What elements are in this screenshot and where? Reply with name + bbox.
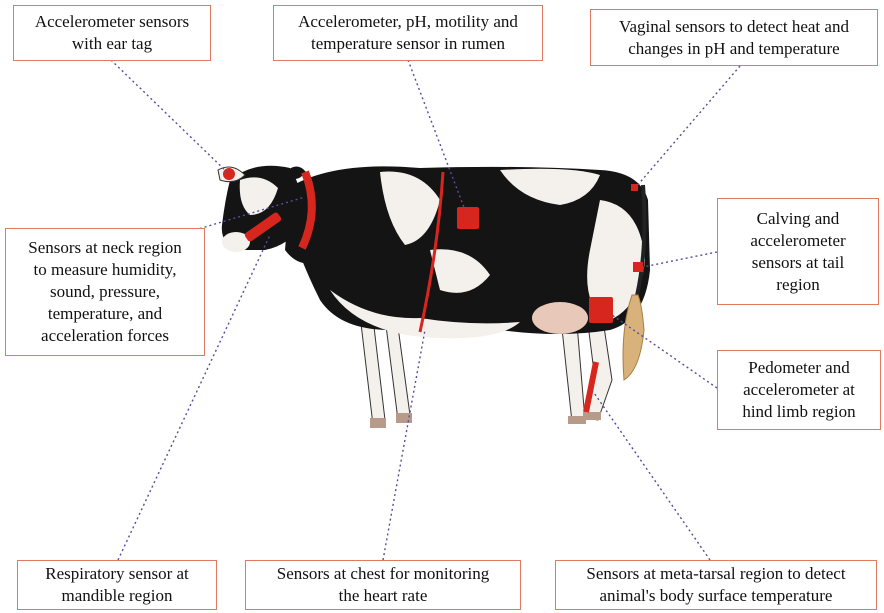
label-mandible: Respiratory sensor at mandible region [17,560,217,610]
label-vaginal: Vaginal sensors to detect heat and chang… [590,9,878,66]
leader-vaginal [636,66,740,187]
ear-tag-sensor [223,168,235,180]
label-neck: Sensors at neck region to measure humidi… [5,228,205,356]
rumen-sensor [457,207,479,229]
hind-limb-sensor [589,297,613,323]
cow [218,166,650,428]
label-hind-limb: Pedometer and accelerometer at hind limb… [717,350,881,430]
label-metatarsal: Sensors at meta-tarsal region to detect … [555,560,877,610]
leader-tail [643,252,717,267]
vaginal-sensor [631,184,638,191]
leader-ear-tag [111,60,229,174]
leader-chest [383,330,425,560]
label-chest: Sensors at chest for monitoring the hear… [245,560,521,610]
label-ear-tag: Accelerometer sensors with ear tag [13,5,211,61]
label-rumen: Accelerometer, pH, motility and temperat… [273,5,543,61]
label-tail: Calving and accelerometer sensors at tai… [717,198,879,305]
tail-sensor [633,262,643,272]
leader-metatarsal [592,390,710,560]
